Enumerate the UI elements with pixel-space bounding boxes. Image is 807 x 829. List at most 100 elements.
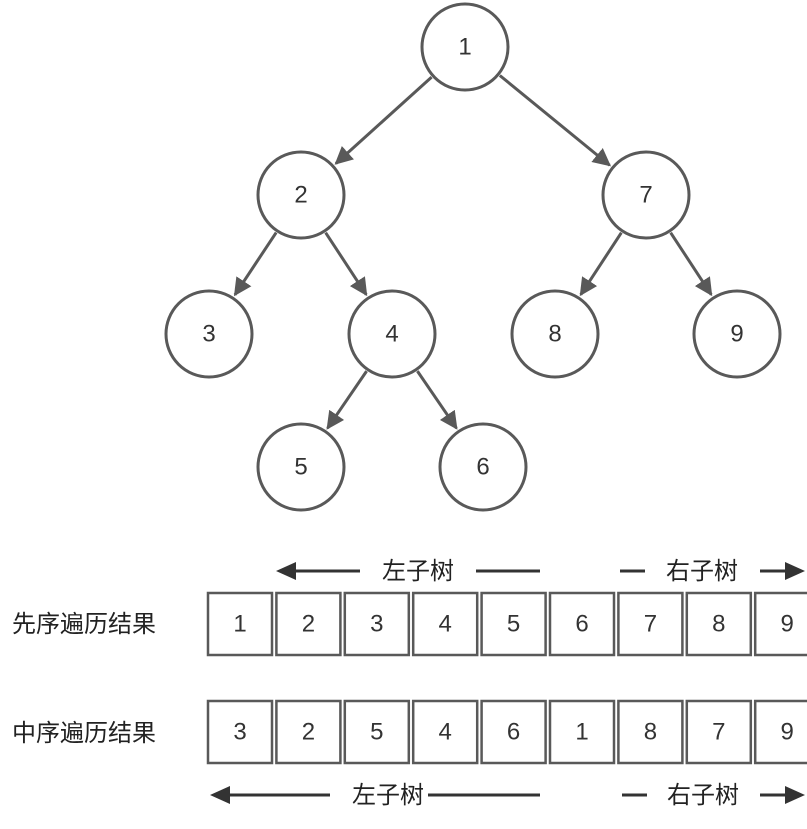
tree-node-4: 4 [347,289,437,379]
inorder-cell: 3 [206,699,274,765]
preorder-cell-value: 8 [712,611,725,638]
edge-n1-n7 [498,74,612,167]
edge-n2-n3 [233,231,278,297]
preorder-cells: 1 2 3 4 5 6 7 8 9 [206,591,807,657]
tree-edges [233,74,713,430]
inorder-label: 中序遍历结果 [12,719,156,747]
inorder-cell-value: 3 [233,719,246,746]
preorder-cell-box [548,591,616,657]
edge-n7-n9 [669,231,713,297]
edge-n4-n5 [326,370,368,430]
inorder-left-subtree-label: 左子树 [352,781,424,809]
inorder-right-subtree-span: 右子树 [622,781,805,809]
tree-node-9: 9 [692,289,782,379]
inorder-cell-value: 2 [302,719,315,746]
tree-node-label: 8 [548,321,561,348]
preorder-cell: 7 [617,591,684,657]
tree-node-label: 3 [202,321,215,348]
preorder-cell-value: 7 [644,611,657,638]
preorder-cell-value: 5 [507,611,520,638]
edge-n2-n4 [324,231,368,297]
inorder-cell-value: 6 [507,719,520,746]
tree-node-circle [256,150,346,240]
preorder-cell: 3 [343,591,411,657]
tree-node-label: 2 [294,182,307,209]
inorder-left-subtree-span: 左子树 [210,781,540,809]
tree-node-circle [438,422,528,512]
preorder-cell-box [617,591,684,657]
tree-node-circle [256,422,346,512]
edge-n7-n8 [579,231,623,297]
tree-node-circle [692,289,782,379]
tree-node-circle [510,289,600,379]
inorder-right-subtree-label: 右子树 [667,781,739,809]
inorder-cell-box [480,699,547,765]
inorder-cell: 9 [753,699,807,765]
tree-node-7: 7 [601,150,691,240]
preorder-left-subtree-span: 左子树 [276,557,540,585]
preorder-cell: 2 [275,591,342,657]
preorder-left-subtree-label: 左子树 [382,557,454,585]
tree-node-3: 3 [164,289,254,379]
preorder-label: 先序遍历结果 [12,610,156,638]
inorder-cell-value: 4 [439,719,452,746]
tree-node-circle [601,150,691,240]
inorder-cell-value: 9 [781,719,794,746]
preorder-cell-box [685,591,753,657]
tree-node-circle [347,289,437,379]
tree-nodes: 1 2 7 3 4 8 9 5 6 [164,2,782,512]
preorder-cell-box [753,591,807,657]
inorder-cell-value: 7 [712,719,725,746]
tree-node-circle [420,2,510,92]
preorder-right-subtree-span: 右子树 [620,557,805,585]
inorder-cell-box [275,699,342,765]
inorder-cell: 7 [685,699,753,765]
tree-node-label: 9 [730,321,743,348]
preorder-cell: 5 [480,591,547,657]
preorder-cell-box [411,591,479,657]
inorder-cell-box [343,699,411,765]
preorder-cell: 4 [411,591,479,657]
tree-node-1: 1 [420,2,510,92]
inorder-cell: 2 [275,699,342,765]
tree-node-2: 2 [256,150,346,240]
preorder-cell: 1 [206,591,274,657]
inorder-cell-value: 8 [644,719,657,746]
inorder-cell: 5 [343,699,411,765]
tree-node-label: 5 [294,454,307,481]
inorder-cell: 4 [411,699,479,765]
preorder-cell-value: 9 [781,611,794,638]
inorder-cell-box [685,699,753,765]
inorder-cell-value: 1 [575,719,588,746]
preorder-cell-value: 2 [302,611,315,638]
tree-node-6: 6 [438,422,528,512]
inorder-cell: 1 [548,699,616,765]
preorder-cell-box [480,591,547,657]
inorder-cell: 6 [480,699,547,765]
preorder-right-subtree-label: 右子树 [666,557,738,585]
preorder-cell-box [206,591,274,657]
inorder-cell-box [617,699,684,765]
tree-node-label: 6 [476,454,489,481]
inorder-row: 中序遍历结果 3 2 5 4 6 1 8 7 9 左子树 右子树 [12,699,807,809]
tree-node-8: 8 [510,289,600,379]
edge-n1-n2 [334,76,433,165]
tree-node-label: 4 [385,321,398,348]
inorder-cell-box [548,699,616,765]
inorder-cell-box [753,699,807,765]
inorder-cell-box [206,699,274,765]
preorder-cell: 6 [548,591,616,657]
preorder-cell: 9 [753,591,807,657]
inorder-cell-box [411,699,479,765]
tree-node-circle [164,289,254,379]
inorder-cell: 8 [617,699,684,765]
tree-node-label: 1 [458,34,471,61]
tree-node-label: 7 [639,182,652,209]
preorder-cell-value: 4 [439,611,452,638]
preorder-cell-box [343,591,411,657]
inorder-cell-value: 5 [370,719,383,746]
preorder-cell-value: 3 [370,611,383,638]
preorder-row: 先序遍历结果 1 2 3 4 5 6 7 8 9 左子树 右子树 [12,557,807,657]
tree-node-5: 5 [256,422,346,512]
